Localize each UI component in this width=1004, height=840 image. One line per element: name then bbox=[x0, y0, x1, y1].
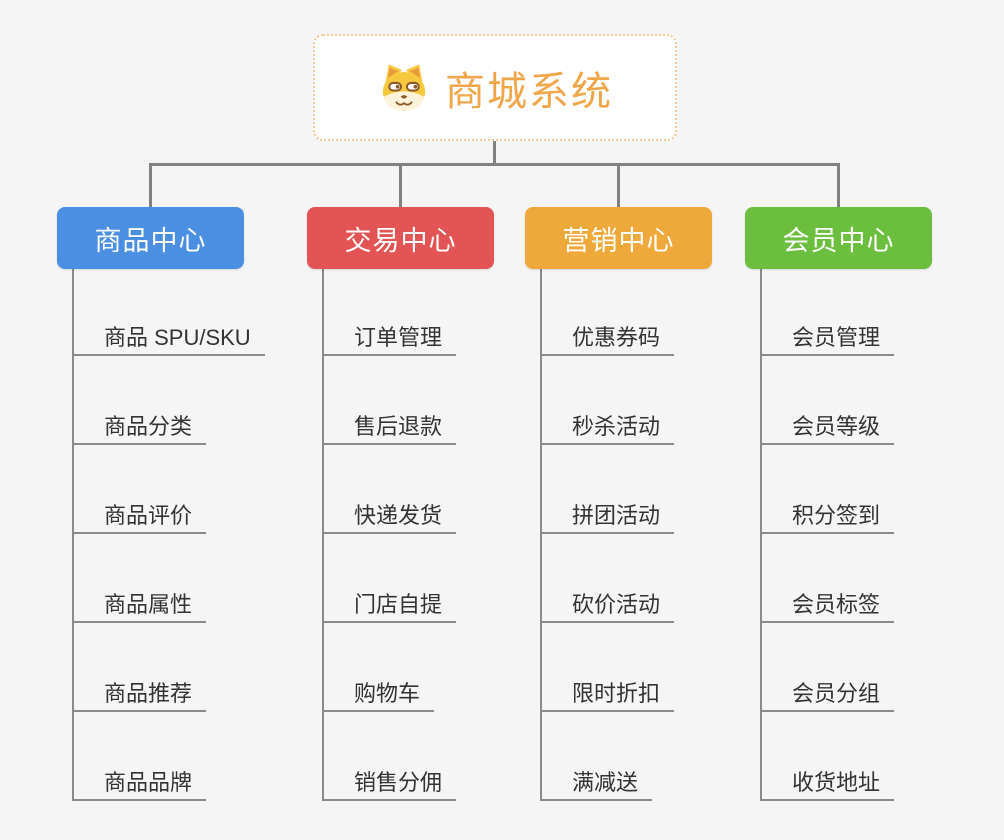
connector-line bbox=[149, 163, 840, 166]
branch-node-marketing-center[interactable]: 营销中心 bbox=[525, 207, 712, 269]
leaf-node[interactable]: 秒杀活动 bbox=[540, 410, 675, 445]
root-node-mall-system[interactable]: 商城系统 bbox=[313, 34, 677, 141]
connector-line bbox=[322, 268, 324, 801]
leaf-node[interactable]: 拼团活动 bbox=[540, 499, 675, 534]
leaf-node[interactable]: 商品 SPU/SKU bbox=[72, 321, 265, 356]
connector-line bbox=[540, 268, 542, 801]
leaf-node[interactable]: 收货地址 bbox=[760, 766, 895, 801]
connector-line bbox=[399, 163, 402, 208]
leaf-node[interactable]: 优惠券码 bbox=[540, 321, 675, 356]
connector-line bbox=[617, 163, 620, 208]
leaf-node[interactable]: 会员管理 bbox=[760, 321, 895, 356]
leaf-node[interactable]: 会员分组 bbox=[760, 677, 895, 712]
branch-node-trade-center[interactable]: 交易中心 bbox=[307, 207, 494, 269]
connector-line bbox=[837, 163, 840, 208]
root-node-title: 商城系统 bbox=[445, 69, 613, 114]
connector-line bbox=[493, 139, 496, 166]
leaf-node[interactable]: 快递发货 bbox=[322, 499, 457, 534]
leaf-node[interactable]: 商品属性 bbox=[72, 588, 207, 623]
connector-line bbox=[149, 163, 152, 208]
leaf-node[interactable]: 会员等级 bbox=[760, 410, 895, 445]
leaf-node[interactable]: 订单管理 bbox=[322, 321, 457, 356]
branch-node-member-center[interactable]: 会员中心 bbox=[745, 207, 932, 269]
leaf-node[interactable]: 商品评价 bbox=[72, 499, 207, 534]
leaf-node[interactable]: 门店自提 bbox=[322, 588, 457, 623]
connector-line bbox=[760, 268, 762, 801]
leaf-node[interactable]: 销售分佣 bbox=[322, 766, 457, 801]
leaf-node[interactable]: 限时折扣 bbox=[540, 677, 675, 712]
leaf-node[interactable]: 商品推荐 bbox=[72, 677, 207, 712]
leaf-node[interactable]: 砍价活动 bbox=[540, 588, 675, 623]
leaf-node[interactable]: 会员标签 bbox=[760, 588, 895, 623]
dog-face-icon bbox=[382, 63, 426, 111]
leaf-node[interactable]: 商品分类 bbox=[72, 410, 207, 445]
leaf-node[interactable]: 售后退款 bbox=[322, 410, 457, 445]
leaf-node[interactable]: 满减送 bbox=[540, 766, 653, 801]
leaf-node[interactable]: 商品品牌 bbox=[72, 766, 207, 801]
connector-line bbox=[72, 268, 74, 801]
branch-node-product-center[interactable]: 商品中心 bbox=[57, 207, 244, 269]
leaf-node[interactable]: 购物车 bbox=[322, 677, 435, 712]
leaf-node[interactable]: 积分签到 bbox=[760, 499, 895, 534]
